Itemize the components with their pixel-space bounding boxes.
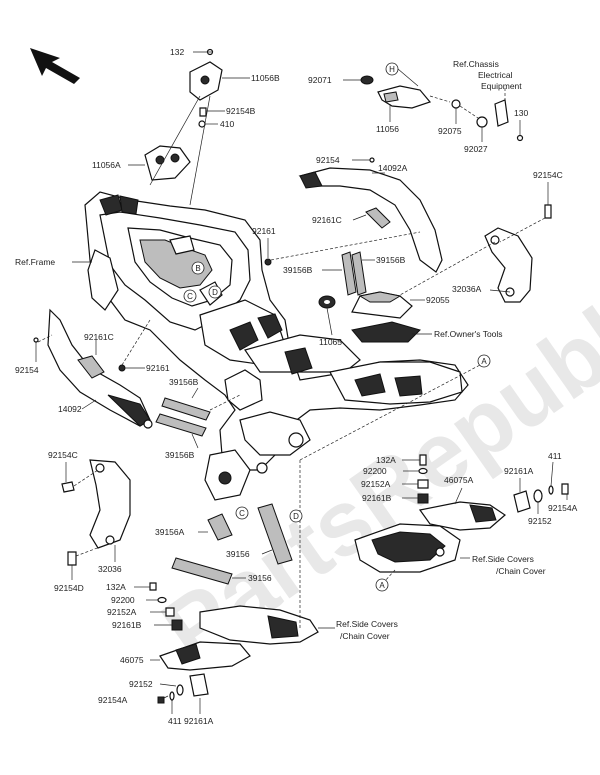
label-92055: 92055 [426,295,450,305]
bracket-32036a [484,227,533,303]
label-39156b-mid2: 39156B [165,450,195,460]
owners-tools-icon [351,321,421,343]
label-92071: 92071 [308,75,332,85]
label-32036a: 32036A [452,284,482,294]
label-132: 132 [170,47,184,57]
label-92152a-left: 92152A [107,607,137,617]
label-46075: 46075 [120,655,144,665]
label-39156: 39156 [226,549,250,559]
label-11065: 11065 [319,337,342,347]
svg-text:C: C [239,509,245,518]
label-92161b-right: 92161B [362,493,392,503]
label-92152a-right: 92152A [361,479,391,489]
label-92154c-top: 92154C [533,170,563,180]
callout-D-top: D [208,285,222,299]
ref-owners-tools: Ref.Owner's Tools [434,329,503,339]
frame-assembly [84,191,469,501]
label-92027: 92027 [464,144,488,154]
label-92161c-left: 92161C [84,332,114,342]
callout-A-top: A [477,354,491,368]
svg-text:C: C [187,292,193,301]
ref-side-covers-left-2: /Chain Cover [340,631,390,641]
ref-chassis-line2: Electrical [478,70,513,80]
callout-H: H [385,62,399,76]
label-411-left: 411 [168,716,182,726]
label-39156b-b: 39156B [376,255,406,265]
ref-side-covers-right-1: Ref.Side Covers [472,554,534,564]
svg-text:A: A [379,581,385,590]
label-92161b-left: 92161B [112,620,142,630]
ref-side-covers-right-2: /Chain Cover [496,566,546,576]
label-92161-top: 92161 [252,226,276,236]
cover-46075a [354,501,506,573]
label-92200-right: 92200 [363,466,387,476]
ref-chassis-line3: Equipment [481,81,522,91]
front-arrow-icon [30,48,80,84]
label-92161c-top: 92161C [312,215,342,225]
cover-14092 [47,308,153,429]
tool-cup-92055 [351,291,413,319]
label-39156-b: 39156 [248,573,272,583]
callout-C-bottom: C [235,506,249,520]
callout-D-bottom: D [289,509,303,523]
label-92154a-left: 92154A [98,695,128,705]
svg-text:D: D [293,512,299,521]
bracket-32036 [89,459,131,549]
label-92161a-left: 92161A [184,716,214,726]
label-39156a: 39156A [155,527,185,537]
label-92154c-left: 92154C [48,450,78,460]
label-92161a-right: 92161A [504,466,534,476]
label-410: 410 [220,119,234,129]
label-92075: 92075 [438,126,462,136]
label-11056: 11056 [376,124,399,134]
label-32036: 32036 [98,564,122,574]
bracket-11056b [189,61,223,101]
bracket-11056a [144,145,191,181]
label-130: 130 [514,108,528,118]
label-92154d: 92154D [54,583,84,593]
label-132a-right: 132A [376,455,396,465]
label-132a-left: 132A [106,582,126,592]
label-92152-left: 92152 [129,679,153,689]
label-92152-right: 92152 [528,516,552,526]
ref-chassis-line1: Ref.Chassis [453,59,499,69]
label-39156b-a: 39156B [283,265,313,275]
label-39156b-mid: 39156B [169,377,199,387]
label-11056b: 11056B [251,73,280,83]
label-11056a: 11056A [92,160,121,170]
label-411-right: 411 [548,451,562,461]
label-92200-left: 92200 [111,595,135,605]
callout-A-bottom: A [375,578,389,592]
svg-text:H: H [389,65,395,74]
label-14092a: 14092A [378,163,408,173]
callout-B-top: B [191,261,205,275]
label-92154b: 92154B [226,106,256,116]
label-92161-mid: 92161 [146,363,170,373]
label-92154-top: 92154 [316,155,340,165]
svg-text:A: A [481,357,487,366]
ref-frame: Ref.Frame [15,257,55,267]
callout-C-top: C [183,289,197,303]
label-46075a: 46075A [444,475,474,485]
ref-side-covers-left-1: Ref.Side Covers [336,619,398,629]
label-92154-left: 92154 [15,365,39,375]
svg-text:D: D [212,288,218,297]
cover-46075 [159,605,319,671]
label-14092: 14092 [58,404,82,414]
svg-text:B: B [195,264,200,273]
bracket-11056 [377,85,432,109]
label-92154a-right: 92154A [548,503,578,513]
